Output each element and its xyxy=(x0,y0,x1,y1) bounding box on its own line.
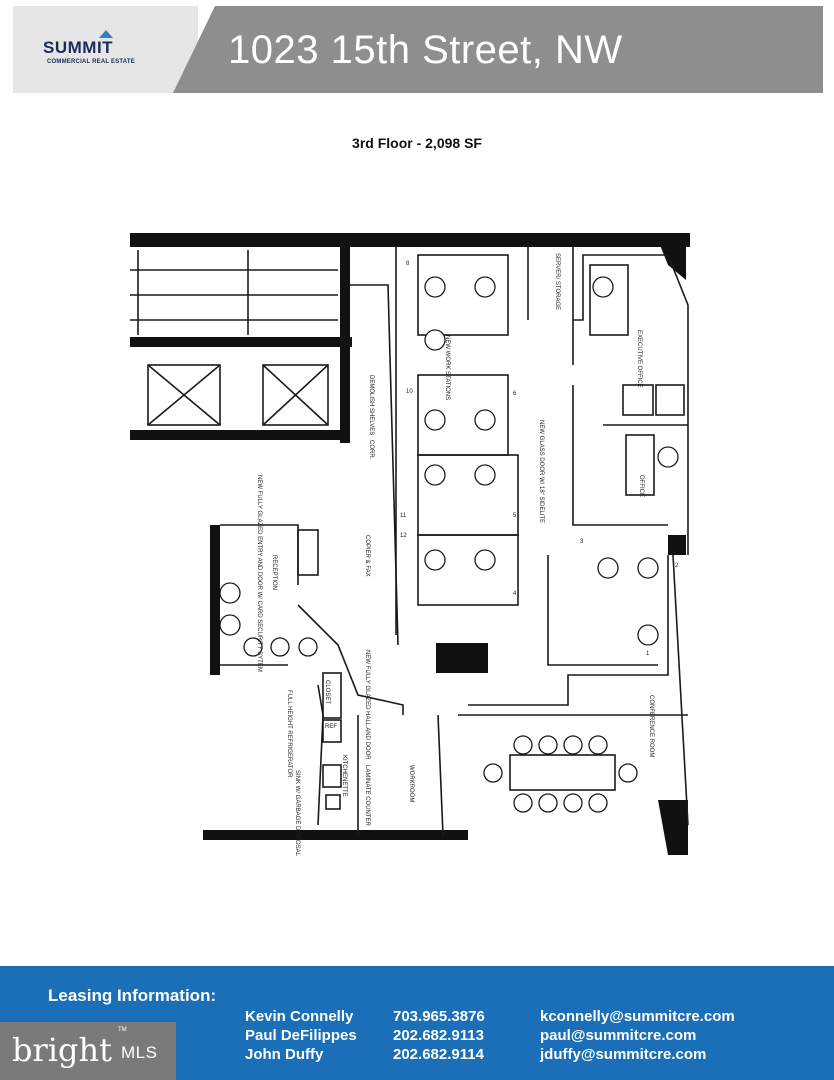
floor-plan-drawing: DEMOLISH SHELVES CORR. NEW WORK STATIONS… xyxy=(130,233,690,857)
label-reception: RECEPTION xyxy=(271,555,277,590)
mountain-peak-icon xyxy=(99,30,113,38)
contact-email[interactable]: paul@summitcre.com xyxy=(540,1027,697,1044)
label-laminate-counter: LAMINATE COUNTER xyxy=(364,765,370,827)
label-num-10: 10 xyxy=(406,389,413,395)
label-num-8: 8 xyxy=(406,261,410,267)
logo-name: SUMMIT xyxy=(43,38,114,57)
header-banner: SUMMIT COMMERCIAL REAL ESTATE 1023 15th … xyxy=(13,6,823,93)
bright-mls-suffix: MLS xyxy=(121,1043,158,1062)
label-ref: REF xyxy=(325,724,337,730)
label-closet: CLOSET xyxy=(324,680,330,704)
leasing-footer: Leasing Information: Kevin Connelly 703.… xyxy=(0,966,834,1080)
label-corr: CORR. xyxy=(368,440,374,460)
label-office: OFFICE xyxy=(638,475,644,497)
contact-name: John Duffy xyxy=(245,1046,324,1063)
label-executive-office: EXECUTIVE OFFICE xyxy=(636,330,642,388)
contact-email[interactable]: kconnelly@summitcre.com xyxy=(540,1008,735,1025)
label-new-work-stations: NEW WORK STATIONS xyxy=(444,335,450,400)
contact-phone: 202.682.9114 xyxy=(393,1046,484,1063)
floor-plan: DEMOLISH SHELVES CORR. NEW WORK STATIONS… xyxy=(128,225,758,865)
label-num-3: 3 xyxy=(580,539,584,545)
logo-panel xyxy=(13,6,198,93)
label-num-12: 12 xyxy=(400,533,407,539)
label-kitchenette: KITCHENETTE xyxy=(341,755,347,797)
floor-label: 3rd Floor - 2,098 SF xyxy=(352,135,482,151)
label-num-4: 4 xyxy=(513,591,517,597)
bright-wordmark: bright xyxy=(12,1031,112,1069)
contact-name: Paul DeFilippes xyxy=(245,1027,357,1044)
label-server-storage: SERVER/ STORAGE xyxy=(554,253,560,310)
label-num-1: 1 xyxy=(646,651,650,657)
leasing-heading: Leasing Information: xyxy=(48,986,217,1005)
label-copier-fax: COPIER & FAX xyxy=(364,535,370,577)
label-new-fully-glazed-entry: NEW FULLY GLAZED ENTRY AND DOOR W/ CARD … xyxy=(256,475,262,672)
summit-logo: SUMMIT COMMERCIAL REAL ESTATE xyxy=(43,30,153,70)
contact-phone: 703.965.3876 xyxy=(393,1008,485,1025)
property-address-title: 1023 15th Street, NW xyxy=(228,28,623,72)
contact-name: Kevin Connelly xyxy=(245,1008,354,1025)
title-panel xyxy=(173,6,823,93)
label-num-2: 2 xyxy=(675,563,679,569)
contact-phone: 202.682.9113 xyxy=(393,1027,484,1044)
bright-trademark: TM xyxy=(118,1027,127,1033)
label-new-glass-door: NEW GLASS DOOR W/ 18" SIDELITE xyxy=(538,420,544,523)
label-num-6: 6 xyxy=(513,391,517,397)
label-conference-room: CONFERENCE ROOM xyxy=(648,695,654,757)
label-sink-garbage-disposal: SINK W/ GARBAGE DISPOSAL xyxy=(294,770,300,857)
label-demolish-shelves: DEMOLISH SHELVES xyxy=(368,375,374,435)
label-new-fully-glazed-hall: NEW FULLY GLAZED HALL AND DOOR xyxy=(364,650,370,760)
label-workroom: WORKROOM xyxy=(408,765,414,802)
label-num-5: 5 xyxy=(513,513,517,519)
logo-subtitle: COMMERCIAL REAL ESTATE xyxy=(47,59,135,65)
label-full-height-refrigerator: FULL HEIGHT REFRIGERATOR xyxy=(286,690,292,778)
bright-mls-logo: bright TM MLS xyxy=(0,1022,176,1080)
contact-email[interactable]: jduffy@summitcre.com xyxy=(540,1046,707,1063)
label-num-11: 11 xyxy=(400,513,407,519)
